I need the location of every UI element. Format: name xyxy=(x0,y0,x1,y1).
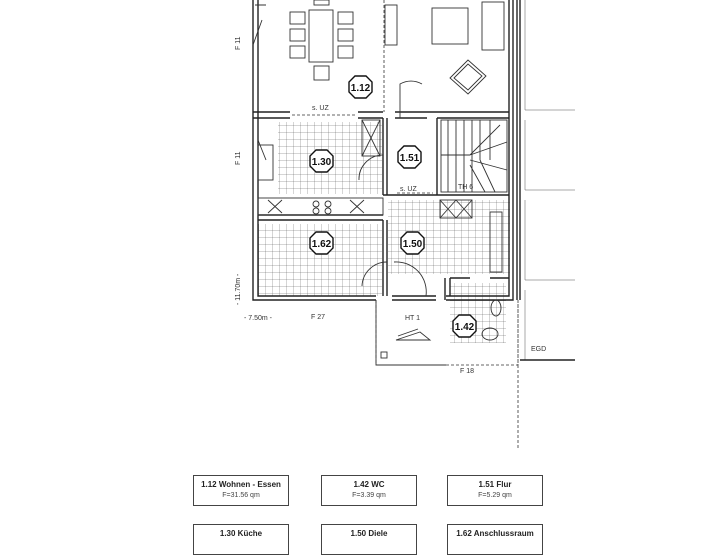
room-marker-1-50: 1.50 xyxy=(400,231,425,255)
svg-text:TH 6: TH 6 xyxy=(458,184,473,191)
svg-text:F 18: F 18 xyxy=(460,368,474,375)
legend-box-kueche: 1.30 Küche xyxy=(193,524,289,555)
svg-text:- 7.50m -: - 7.50m - xyxy=(244,315,273,322)
legend-box-wohnen-essen: 1.12 Wohnen - Essen F=31.56 qm xyxy=(193,475,289,506)
floor-plan: 1.12 1.30 1.51 1.62 1.50 1.42 s. UZ s. U… xyxy=(235,0,575,450)
svg-text:F 11: F 11 xyxy=(235,151,242,165)
svg-text:1.51: 1.51 xyxy=(400,153,420,164)
legend-room-area: F=5.29 qm xyxy=(478,492,512,499)
room-marker-1-51: 1.51 xyxy=(397,145,422,169)
room-marker-1-62: 1.62 xyxy=(309,231,334,255)
legend-room-name: 1.62 Anschlussraum xyxy=(456,529,534,538)
wc-fixtures xyxy=(380,299,502,359)
svg-text:s. UZ: s. UZ xyxy=(400,186,417,193)
svg-text:1.30: 1.30 xyxy=(312,157,332,168)
neighbor-walls xyxy=(520,0,575,361)
legend-room-name: 1.30 Küche xyxy=(219,529,263,538)
svg-text:1.12: 1.12 xyxy=(351,83,371,94)
legend-room-name: 1.50 Diele xyxy=(350,529,388,538)
svg-text:EGD: EGD xyxy=(531,346,546,353)
room-marker-1-12: 1.12 xyxy=(348,75,373,99)
doors xyxy=(252,4,427,297)
legend-room-area: F=31.56 qm xyxy=(222,492,260,499)
annotations: s. UZ s. UZ TH 6 F 11 F 11 - 11.70m - - … xyxy=(235,36,546,375)
svg-text:F 11: F 11 xyxy=(235,36,242,50)
svg-text:s. UZ: s. UZ xyxy=(312,105,329,112)
svg-text:- 11.70m -: - 11.70m - xyxy=(235,273,242,305)
svg-text:F 27: F 27 xyxy=(311,314,325,321)
room-markers: 1.12 1.30 1.51 1.62 1.50 1.42 xyxy=(309,75,477,338)
kitchen-counters xyxy=(257,119,503,273)
legend-box-anschlussraum: 1.62 Anschlussraum xyxy=(447,524,543,555)
legend-room-area: F=3.39 qm xyxy=(352,492,386,499)
svg-text:1.42: 1.42 xyxy=(455,322,475,333)
legend-box-flur: 1.51 Flur F=5.29 qm xyxy=(447,475,543,506)
legend-room-name: 1.42 WC xyxy=(353,480,385,489)
room-marker-1-42: 1.42 xyxy=(452,314,477,338)
legend-room-name: 1.51 Flur xyxy=(478,480,512,489)
living-furniture xyxy=(383,0,505,112)
svg-text:HT 1: HT 1 xyxy=(405,315,420,322)
svg-text:1.50: 1.50 xyxy=(403,239,423,250)
dining-table xyxy=(289,0,354,81)
room-marker-1-30: 1.30 xyxy=(309,149,334,173)
legend-room-name: 1.12 Wohnen - Essen xyxy=(201,480,281,489)
stairs xyxy=(440,119,508,193)
legend-box-diele: 1.50 Diele xyxy=(321,524,417,555)
legend-box-wc: 1.42 WC F=3.39 qm xyxy=(321,475,417,506)
svg-text:1.62: 1.62 xyxy=(312,239,332,250)
